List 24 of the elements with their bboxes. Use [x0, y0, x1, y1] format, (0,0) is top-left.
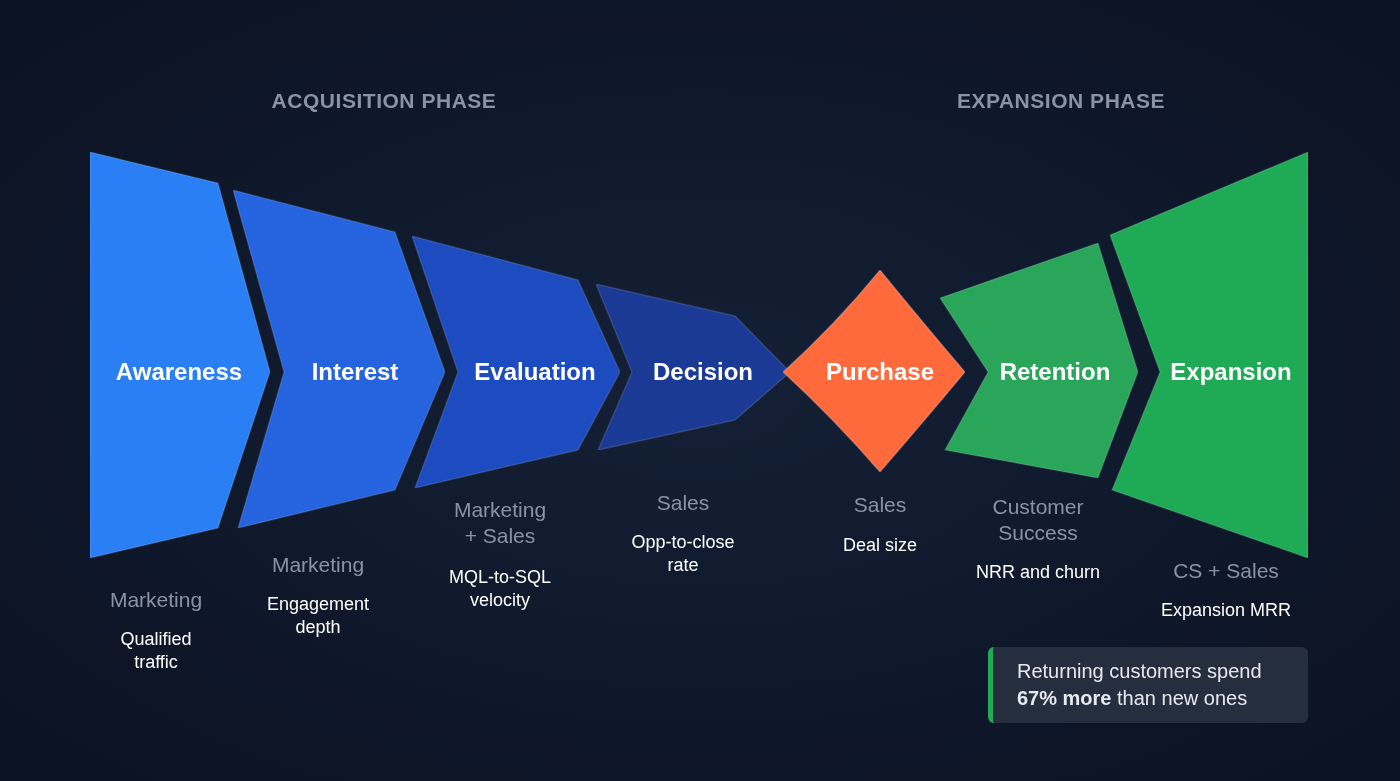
owner-label: Marketing + Sales: [452, 496, 548, 549]
stage-name: Retention: [999, 357, 1111, 387]
metric-label: Deal size: [842, 533, 918, 557]
owner-label: Sales: [852, 491, 908, 518]
metric-label: Qualified traffic: [119, 627, 193, 673]
stage-name: Interest: [311, 357, 399, 387]
stage-name: Purchase: [825, 357, 935, 387]
owner-label: Sales: [655, 489, 711, 516]
owner-label: Marketing: [270, 551, 366, 578]
owner-label: Marketing: [108, 586, 204, 613]
stage-name: Decision: [653, 357, 753, 387]
callout-box: Returning customers spend 67% more than new ones: [988, 647, 1308, 723]
stage-name: Awareness: [115, 357, 243, 387]
metric-label: Engagement depth: [265, 592, 371, 638]
owner-label: Customer Success: [991, 493, 1085, 546]
metric-label: MQL-to-SQL velocity: [448, 565, 552, 611]
metric-label: Opp-to-close rate: [630, 530, 736, 576]
metric-label: NRR and churn: [974, 560, 1102, 584]
phase-heading: EXPANSION PHASE: [955, 87, 1167, 114]
owner-label: CS + Sales: [1172, 557, 1280, 584]
phase-heading: ACQUISITION PHASE: [270, 87, 498, 114]
stage-name: Expansion: [1170, 357, 1292, 387]
metric-label: Expansion MRR: [1159, 598, 1293, 622]
stage-name: Evaluation: [474, 357, 596, 387]
